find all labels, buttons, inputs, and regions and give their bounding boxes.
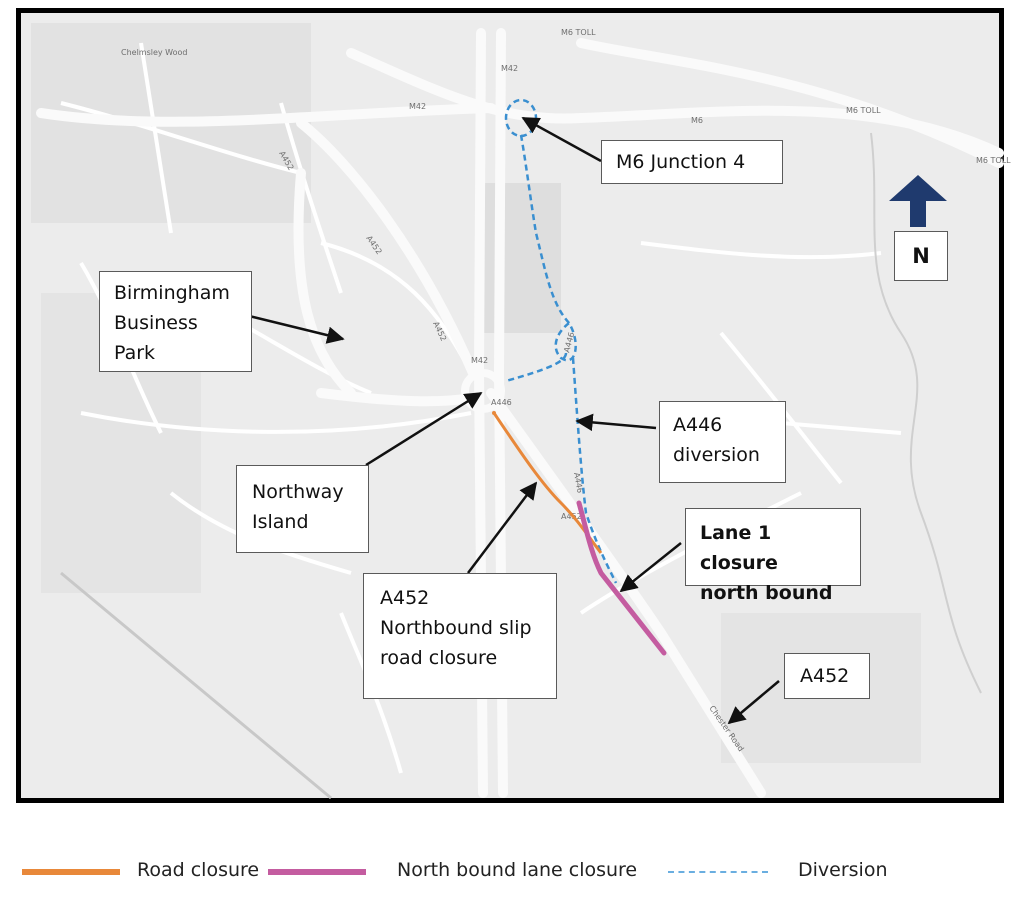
callout-business-park-line: Park: [114, 342, 156, 364]
callout-m6-junction-text: M6 Junction 4: [616, 151, 746, 173]
map-legend: Road closure North bound lane closure Di…: [0, 852, 1024, 892]
callout-a446-diversion: A446 diversion: [659, 401, 786, 483]
callout-northway-line: Northway: [252, 481, 344, 503]
stream: [870, 132, 982, 694]
arrow-lane-closure: [619, 542, 682, 593]
callout-a452-slip-line: road closure: [380, 647, 498, 669]
callout-northway-line: Island: [252, 511, 309, 533]
callout-northway-island: Northway Island: [236, 465, 369, 553]
arrow-a446: [575, 413, 657, 432]
callout-business-park: Birmingham Business Park: [99, 271, 252, 372]
map-frame: M6 TOLL M6 TOLL M6 TOLL M6 M42 M42 M42 A…: [16, 8, 1011, 803]
road-label: A446: [491, 398, 512, 407]
north-label: N: [912, 244, 930, 268]
callout-a446-line: A446: [673, 414, 723, 436]
road-label: A446: [572, 472, 584, 494]
road-closure-end: [492, 411, 496, 415]
road-label: M6 TOLL: [846, 106, 881, 115]
callout-m6-junction: M6 Junction 4: [601, 140, 783, 184]
callout-lane-closure-line: north bound: [700, 582, 833, 604]
north-label-box: N: [894, 231, 948, 281]
callout-lane-closure-line: Lane 1 closure: [700, 522, 778, 574]
callout-business-park-line: Birmingham: [114, 282, 230, 304]
callout-business-park-line: Business: [114, 312, 198, 334]
map-canvas: M6 TOLL M6 TOLL M6 TOLL M6 M42 M42 M42 A…: [21, 13, 1011, 800]
legend-lane-closure-swatch: [268, 869, 366, 875]
road-label: M6 TOLL: [976, 156, 1011, 165]
callout-lane-closure: Lane 1 closure north bound: [685, 508, 861, 604]
arrow-a452: [727, 680, 780, 725]
road-label: M42: [409, 102, 426, 111]
road-label: M6: [691, 116, 703, 125]
place-label: Chelmsley Wood: [121, 48, 188, 57]
legend-diversion-swatch: [668, 871, 768, 873]
north-arrow-icon: [889, 175, 947, 227]
arrow-northway: [365, 391, 483, 467]
arrow-m6-junction: [521, 116, 602, 163]
green-area: [481, 183, 561, 333]
callout-a452-text: A452: [800, 665, 850, 687]
callout-a452-slip-line: A452: [380, 587, 430, 609]
legend-diversion-label: Diversion: [798, 859, 888, 881]
callout-a452-slip-line: Northbound slip: [380, 617, 532, 639]
northway-roundabout: [461, 369, 505, 413]
road-label: M6 TOLL: [561, 28, 596, 37]
railway: [60, 571, 332, 800]
callout-a446-line: diversion: [673, 444, 760, 466]
legend-road-closure-label: Road closure: [137, 859, 260, 881]
road-label: M42: [501, 64, 518, 73]
lane-closure-line: [576, 500, 667, 656]
legend-road-closure-swatch: [22, 869, 120, 875]
legend-lane-closure-label: North bound lane closure: [397, 859, 638, 881]
callout-a452-slip: A452 Northbound slip road closure: [363, 573, 557, 699]
road-label: M42: [471, 356, 488, 365]
arrow-business-park: [248, 314, 345, 344]
callout-a452: A452: [784, 653, 870, 699]
callout-arrows: [248, 116, 780, 725]
arrow-a452-slip: [467, 481, 538, 574]
